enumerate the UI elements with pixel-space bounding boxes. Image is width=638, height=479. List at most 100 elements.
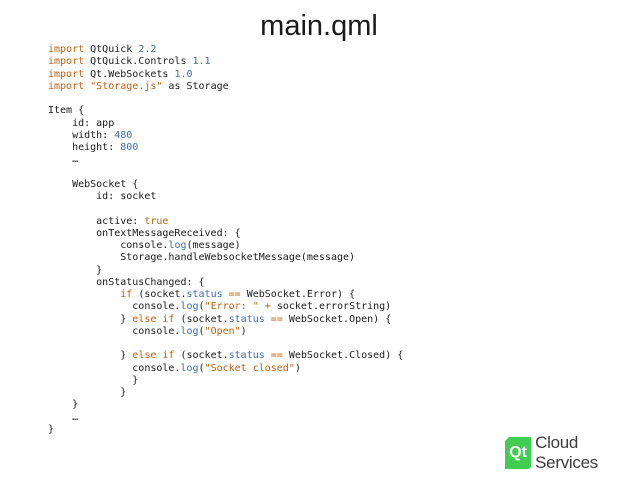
code-line: console.log("Socket closed") [48, 363, 403, 375]
code-token: ( [198, 362, 205, 374]
code-line: WebSocket { [48, 179, 403, 191]
code-token: 480 [114, 129, 133, 141]
code-token: WebSocket.Error) { [240, 289, 356, 300]
code-line: … [48, 154, 403, 166]
code-token: status [186, 289, 223, 300]
qt-logo-icon: Qt [505, 437, 532, 469]
code-token: 1.0 [174, 68, 193, 80]
code-line: Item { [48, 105, 403, 117]
code-line: import Qt.WebSockets 1.0 [48, 69, 403, 81]
code-line: console.log("Error: " + socket.errorStri… [48, 301, 403, 313]
code-token: import [48, 56, 85, 68]
code-token: Qt.WebSockets [84, 68, 175, 80]
code-token: else if [132, 350, 175, 362]
code-token: == [270, 350, 283, 362]
code-token: log [180, 325, 199, 337]
code-token: } [48, 350, 133, 362]
code-line [48, 93, 403, 105]
code-token: "Socket closed" [204, 362, 295, 374]
slide-title: main.qml [260, 10, 378, 42]
code-token: } [48, 387, 127, 398]
code-line: } [48, 387, 403, 399]
code-token: == [228, 289, 241, 300]
code-token: log [168, 240, 187, 251]
code-token: import [48, 80, 85, 92]
code-line: if (socket.status == WebSocket.Error) { [48, 289, 403, 301]
code-token: id: app [48, 117, 115, 129]
code-line: import QtQuick.Controls 1.1 [48, 56, 403, 68]
code-token: Item { [48, 105, 85, 117]
code-token: ) [240, 325, 247, 337]
code-token: } [48, 313, 133, 325]
code-line [48, 203, 403, 215]
code-token: == [270, 313, 283, 325]
code-line: id: socket [48, 191, 403, 203]
code-line: } [48, 399, 403, 411]
code-token: (socket. [132, 289, 187, 300]
code-token: active: [48, 215, 145, 227]
code-line: height: 800 [48, 142, 403, 154]
code-line [48, 338, 403, 350]
code-token: … [48, 154, 79, 166]
code-line: } [48, 424, 403, 436]
code-token: (socket. [174, 350, 229, 362]
code-line: console.log("Open") [48, 326, 403, 338]
code-token: console. [48, 301, 181, 313]
code-line: import QtQuick 2.2 [48, 44, 403, 56]
code-token: log [180, 362, 199, 374]
code-token: if [120, 289, 133, 300]
code-token: WebSocket { [48, 178, 139, 190]
code-token: ( [198, 325, 205, 337]
qt-cloud-services-logo: Qt Cloud Services [505, 433, 638, 473]
code-token: 800 [120, 142, 139, 153]
code-token: (message) [186, 240, 241, 251]
code-line: active: true [48, 216, 403, 228]
code-token: as Storage [162, 80, 229, 92]
code-line: width: 480 [48, 130, 403, 142]
code-token: QtQuick.Controls [84, 56, 193, 68]
code-line: Storage.handleWebsocketMessage(message) [48, 252, 403, 264]
code-line: onStatusChanged: { [48, 277, 403, 289]
code-token: width: [48, 129, 115, 141]
code-token: console. [48, 325, 181, 337]
code-token: (socket. [174, 313, 229, 325]
code-line: } [48, 375, 403, 387]
code-token: } [48, 264, 103, 276]
code-token: WebSocket.Closed) { [282, 350, 404, 362]
code-token: true [144, 215, 169, 227]
code-line: import "Storage.js" as Storage [48, 81, 403, 93]
code-line: console.log(message) [48, 240, 403, 252]
code-line: onTextMessageReceived: { [48, 228, 403, 240]
code-line: } [48, 265, 403, 277]
code-line: } else if (socket.status == WebSocket.Op… [48, 314, 403, 326]
code-token: } [48, 374, 139, 386]
code-token: onTextMessageReceived: { [48, 227, 241, 239]
code-token: log [180, 301, 199, 313]
code-line: … [48, 412, 403, 424]
code-token: else if [132, 313, 175, 325]
code-token: WebSocket.Open) { [282, 313, 392, 325]
code-token: "Storage.js" [90, 80, 163, 92]
code-token: "Error: " [204, 301, 259, 313]
code-token: QtQuick [84, 44, 139, 55]
code-token: status [228, 313, 265, 325]
code-token: id: socket [48, 191, 157, 202]
code-token: 1.1 [192, 56, 211, 68]
code-token: import [48, 44, 85, 55]
code-token: "Open" [204, 325, 241, 337]
code-token: console. [48, 362, 181, 374]
logo-text: Cloud Services [535, 433, 598, 472]
code-token: onStatusChanged: { [48, 276, 205, 288]
code-token [48, 289, 120, 300]
code-line [48, 167, 403, 179]
code-line: id: app [48, 118, 403, 130]
code-token: socket.errorString) [270, 301, 392, 313]
code-token: Storage.handleWebsocketMessage(message) [48, 252, 356, 264]
code-token: ) [294, 362, 301, 374]
code-token: import [48, 68, 85, 80]
code-token: + [264, 301, 271, 313]
code-token: status [228, 350, 265, 362]
code-token: } [48, 423, 55, 435]
code-line: } else if (socket.status == WebSocket.Cl… [48, 350, 403, 362]
